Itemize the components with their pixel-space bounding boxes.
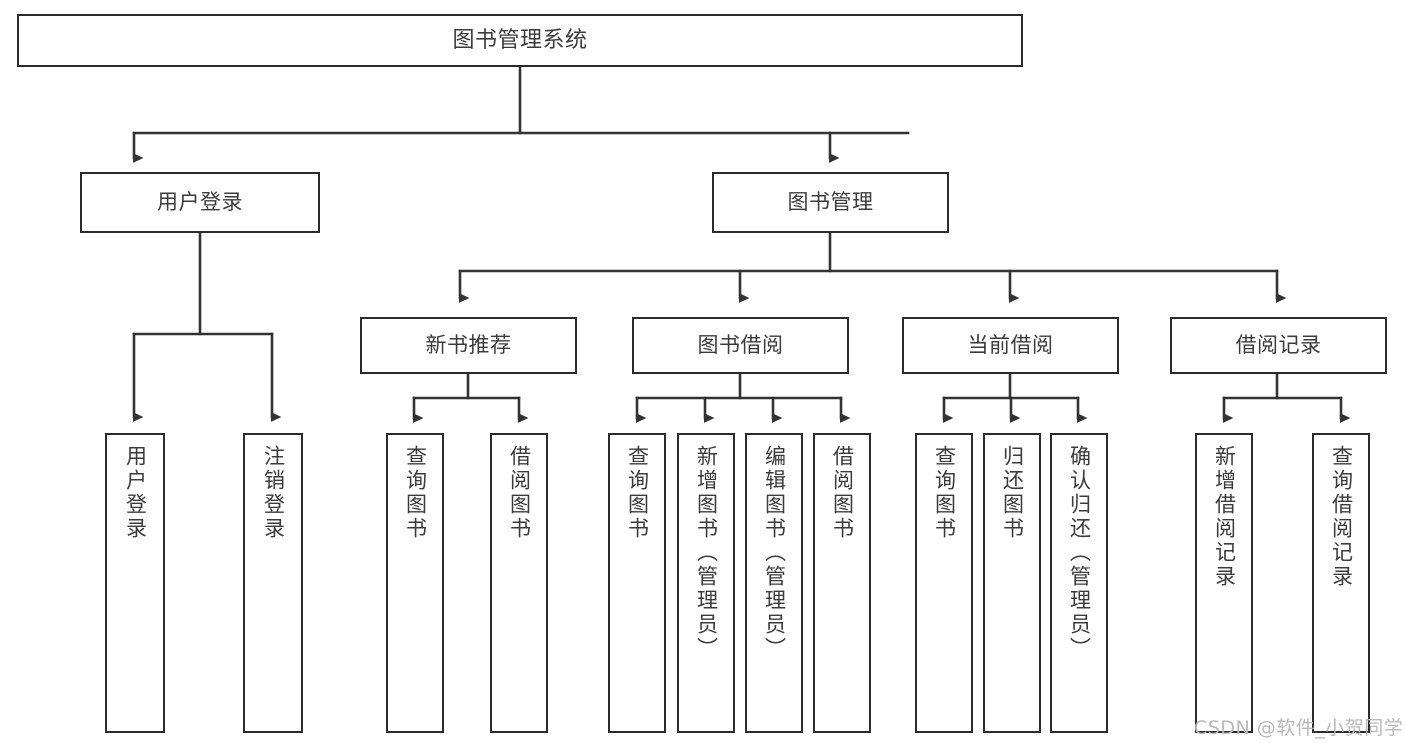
leaf-edit-book[interactable]: 编辑图书（管理员） xyxy=(745,433,803,733)
leaf-borrow-book-1[interactable]: 借阅图书 xyxy=(490,433,548,733)
node-current-borrow-label: 当前借阅 xyxy=(967,333,1054,358)
leaf-add-record-label: 新增借阅记录 xyxy=(1212,445,1237,589)
watermark: CSDN @软件_小贺同学 xyxy=(1194,717,1404,739)
leaf-edit-book-label: 编辑图书（管理员） xyxy=(762,445,787,661)
leaf-user-login-label: 用户登录 xyxy=(123,445,148,541)
node-borrow-record[interactable]: 借阅记录 xyxy=(1170,317,1387,374)
leaf-query-book-2-label: 查询图书 xyxy=(625,445,650,541)
leaf-query-book-3[interactable]: 查询图书 xyxy=(915,433,973,733)
leaf-confirm-return[interactable]: 确认归还（管理员） xyxy=(1050,433,1108,733)
leaf-confirm-return-label: 确认归还（管理员） xyxy=(1067,445,1092,661)
leaf-query-book-1-label: 查询图书 xyxy=(403,445,428,541)
leaf-logout[interactable]: 注销登录 xyxy=(243,433,303,733)
leaf-query-book-2[interactable]: 查询图书 xyxy=(608,433,666,733)
leaf-query-book-1[interactable]: 查询图书 xyxy=(386,433,444,733)
node-current-borrow[interactable]: 当前借阅 xyxy=(902,317,1119,374)
leaf-return-book[interactable]: 归还图书 xyxy=(983,433,1041,733)
node-root-label: 图书管理系统 xyxy=(452,27,588,53)
leaf-query-record[interactable]: 查询借阅记录 xyxy=(1312,433,1370,733)
leaf-add-book-label: 新增图书（管理员） xyxy=(694,445,719,661)
node-book-borrow-label: 图书借阅 xyxy=(697,333,784,358)
node-user-login-label: 用户登录 xyxy=(157,190,243,215)
node-user-login[interactable]: 用户登录 xyxy=(80,172,320,233)
leaf-add-book[interactable]: 新增图书（管理员） xyxy=(677,433,735,733)
leaf-borrow-book-2-label: 借阅图书 xyxy=(830,445,855,541)
leaf-user-login[interactable]: 用户登录 xyxy=(105,433,165,733)
node-book-manage-label: 图书管理 xyxy=(787,190,874,215)
leaf-return-book-label: 归还图书 xyxy=(1000,445,1025,541)
leaf-add-record[interactable]: 新增借阅记录 xyxy=(1195,433,1253,733)
node-book-borrow[interactable]: 图书借阅 xyxy=(632,317,849,374)
node-book-manage[interactable]: 图书管理 xyxy=(712,172,949,233)
node-new-book-recommend[interactable]: 新书推荐 xyxy=(360,317,577,374)
leaf-logout-label: 注销登录 xyxy=(261,445,286,541)
node-new-book-recommend-label: 新书推荐 xyxy=(425,333,512,358)
node-root[interactable]: 图书管理系统 xyxy=(17,14,1023,67)
leaf-borrow-book-2[interactable]: 借阅图书 xyxy=(813,433,871,733)
leaf-borrow-book-1-label: 借阅图书 xyxy=(507,445,532,541)
leaf-query-book-3-label: 查询图书 xyxy=(932,445,957,541)
leaf-query-record-label: 查询借阅记录 xyxy=(1329,445,1354,589)
node-borrow-record-label: 借阅记录 xyxy=(1235,333,1322,358)
